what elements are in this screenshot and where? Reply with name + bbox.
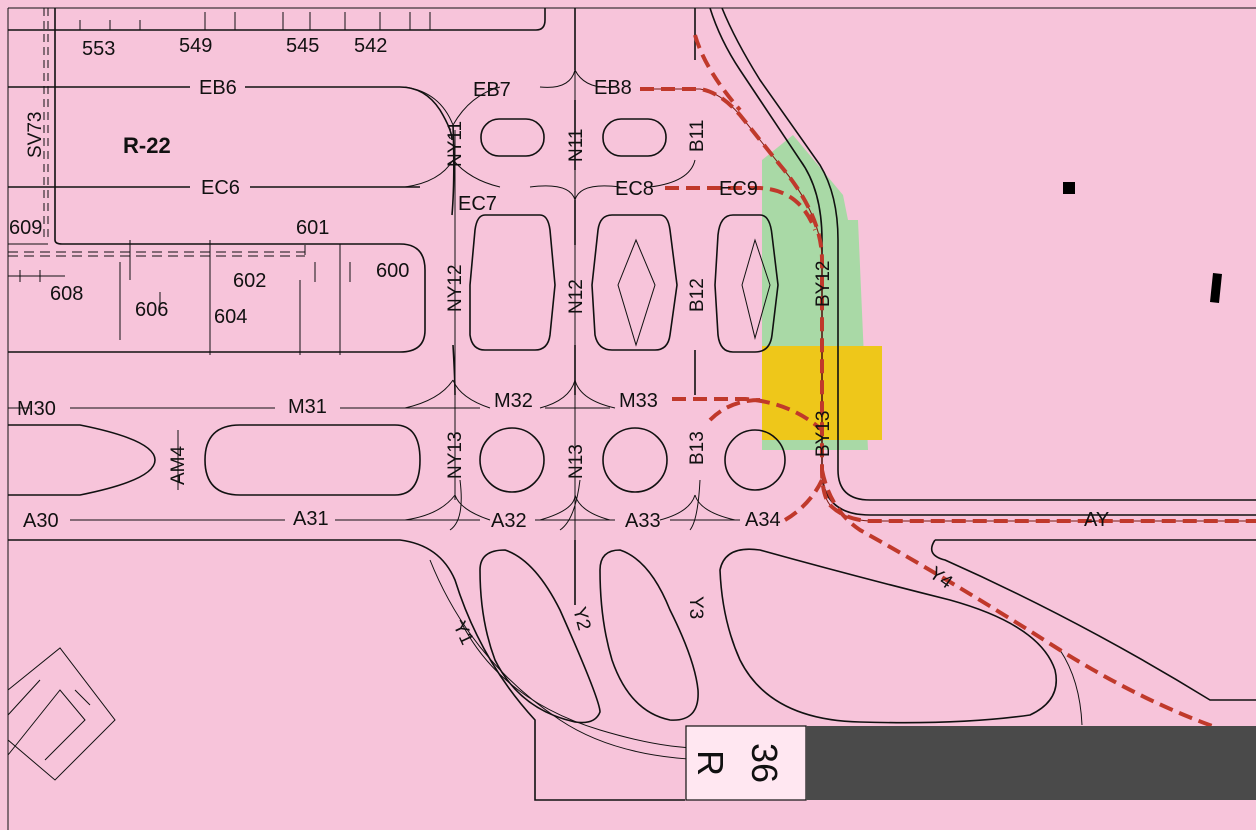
stand-608: 608 <box>50 283 83 305</box>
taxiway-A30: A30 <box>23 510 59 532</box>
taxiway-SV73: SV73 <box>25 112 46 158</box>
taxiway-EC9: EC9 <box>719 178 758 200</box>
taxiway-EB8: EB8 <box>594 77 632 99</box>
taxiway-N13: N13 <box>566 444 587 479</box>
taxiway-EC8: EC8 <box>615 178 654 200</box>
runway-surface <box>806 726 1256 800</box>
taxiway-BY12: BY12 <box>813 261 834 307</box>
stand-606: 606 <box>135 299 168 321</box>
taxiway-N11: N11 <box>566 129 587 162</box>
taxiway-Y2: Y2 <box>568 605 594 633</box>
taxiway-A34: A34 <box>745 509 781 531</box>
taxi-route <box>640 34 1256 729</box>
runway-side: R <box>690 750 731 776</box>
taxiway-M31: M31 <box>288 396 327 418</box>
taxiway-Y3: Y3 <box>685 596 706 619</box>
taxiway-NY13: NY13 <box>445 431 466 479</box>
taxiway-NY12: NY12 <box>445 264 466 312</box>
apron-structure <box>8 8 546 355</box>
stand-609: 609 <box>9 217 42 239</box>
stand-542: 542 <box>354 35 387 57</box>
taxiway-EC7: EC7 <box>458 193 497 215</box>
taxiway-EC6: EC6 <box>201 177 240 199</box>
taxiway-EB7: EB7 <box>473 79 511 101</box>
taxiway-M32: M32 <box>494 390 533 412</box>
area-label: R-22 <box>123 133 171 158</box>
runway-number: 36 <box>744 743 785 783</box>
stand-601: 601 <box>296 217 329 239</box>
taxiway-Y4: Y4 <box>925 563 956 594</box>
taxiway-EB6: EB6 <box>199 77 237 99</box>
taxiway-N12: N12 <box>566 279 587 314</box>
stand-604: 604 <box>214 306 247 328</box>
taxiway-A31: A31 <box>293 508 329 530</box>
taxiway-BY13: BY13 <box>813 411 834 457</box>
stand-labels: 553 549 545 542 609 601 600 602 608 606 … <box>9 35 409 328</box>
taxiway-B13: B13 <box>687 431 708 465</box>
taxiway-Y1: Y1 <box>448 618 477 648</box>
taxiway-network <box>7 7 1256 801</box>
runway: 36 R <box>685 725 1256 801</box>
stand-600: 600 <box>376 260 409 282</box>
taxiway-A33: A33 <box>625 510 661 532</box>
stand-549: 549 <box>179 35 212 57</box>
taxiway-M33: M33 <box>619 390 658 412</box>
map-border <box>7 7 1256 830</box>
taxiway-A32: A32 <box>491 510 527 532</box>
taxiway-labels: EB6 EB7 EB8 EC6 EC7 EC8 EC9 M30 M31 M32 … <box>17 77 1109 532</box>
taxiway-NY11: NY11 <box>445 121 466 167</box>
taxiway-AM4: AM4 <box>168 446 189 486</box>
taxiway-AY: AY <box>1084 509 1109 531</box>
taxiway-labels-vertical: SV73 NY11 N11 B11 NY12 N12 B12 BY12 AM4 … <box>25 112 957 649</box>
stand-545: 545 <box>286 35 319 57</box>
stand-602: 602 <box>233 270 266 292</box>
stand-553: 553 <box>82 38 115 60</box>
taxiway-B12: B12 <box>687 278 708 312</box>
taxiway-M30: M30 <box>17 398 56 420</box>
taxiway-B11: B11 <box>687 120 708 152</box>
